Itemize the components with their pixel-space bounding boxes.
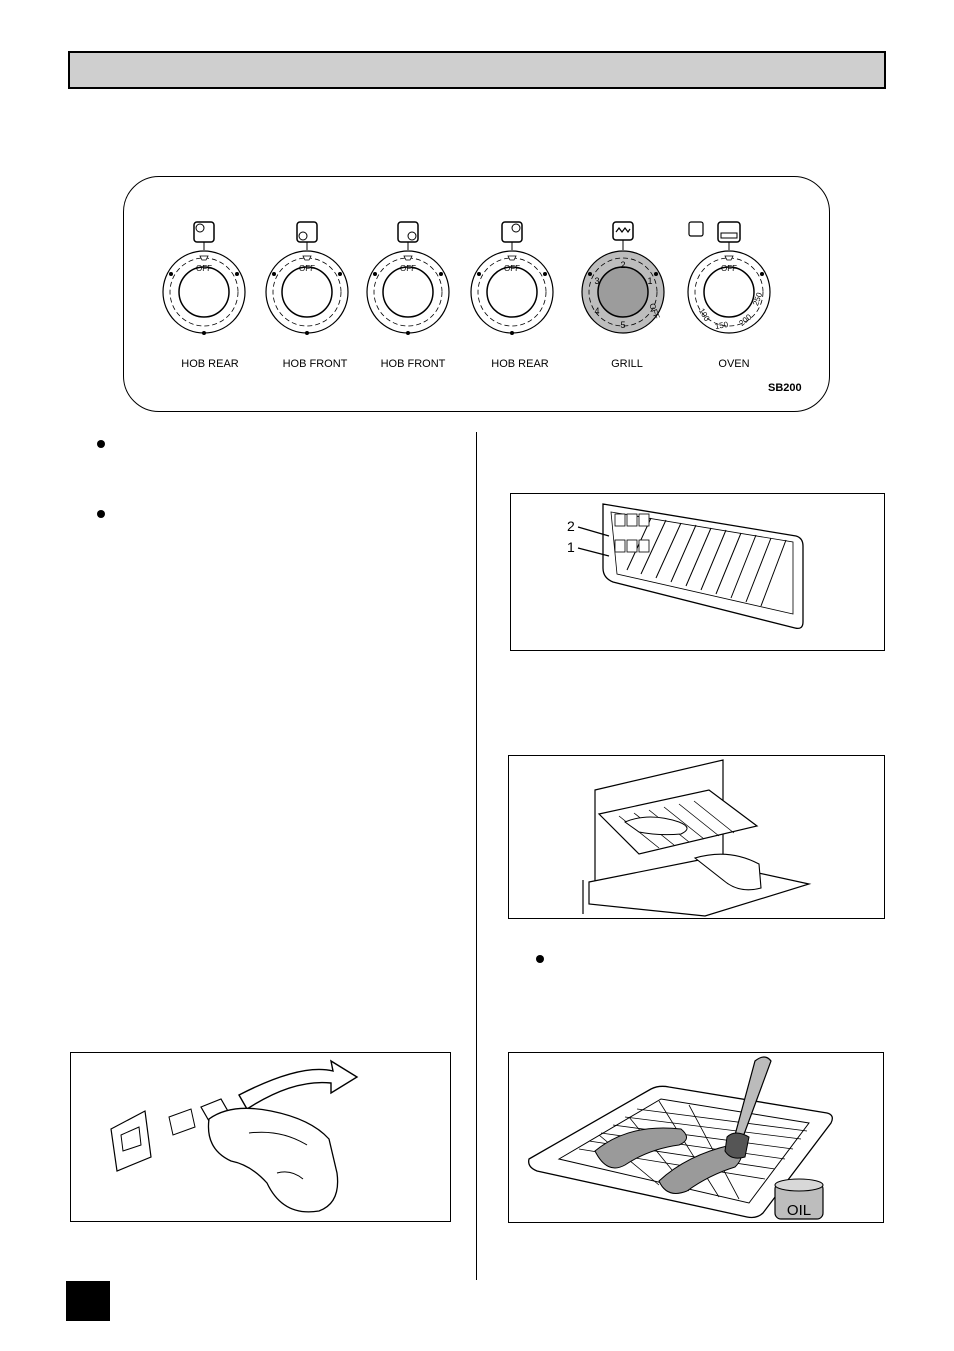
knob-hob-rear-right: OFF [462, 210, 562, 340]
bullet-point [97, 510, 105, 518]
knob-label-hob-front-left: HOB FRONT [282, 358, 348, 370]
runner-label-2: 2 [567, 518, 575, 534]
svg-text:OFF: OFF [299, 264, 315, 273]
svg-text:OFF: OFF [196, 264, 212, 273]
model-code: SB200 [768, 382, 802, 394]
oven-icon [717, 221, 741, 243]
knob-hob-front-left: OFF [257, 210, 357, 340]
bullet-point [97, 440, 105, 448]
figure-grill-pan-removal [508, 755, 885, 919]
control-panel-diagram [123, 176, 830, 412]
svg-text:OFF: OFF [721, 264, 737, 273]
knob-label-oven: OVEN [718, 358, 750, 370]
knob-hob-rear-left: OFF [157, 210, 257, 340]
knob-label-hob-front-right: HOB FRONT [380, 358, 446, 370]
svg-text:250: 250 [751, 291, 764, 307]
knob-hob-front-right: OFF [358, 210, 458, 340]
column-divider [476, 432, 477, 1280]
knob-label-hob-rear-left: HOB REAR [181, 358, 239, 370]
oil-jar-label: OIL [787, 1202, 811, 1219]
oven-light-icon [688, 221, 704, 237]
svg-text:5: 5 [620, 320, 625, 330]
svg-text:OFF: OFF [504, 264, 520, 273]
svg-text:2: 2 [620, 260, 625, 270]
svg-text:150: 150 [714, 320, 729, 331]
knob-label-hob-rear-right: HOB REAR [491, 358, 549, 370]
knob-oven: OFF 250 200 150 100 [680, 210, 780, 340]
figure-oil-grid: OIL [508, 1052, 884, 1223]
figure-grill-runners: 2 1 [510, 493, 885, 651]
figure-handle-removal [70, 1052, 451, 1222]
svg-text:4: 4 [594, 306, 599, 316]
bullet-point [536, 955, 544, 963]
svg-text:1: 1 [647, 276, 652, 286]
svg-text:OFF: OFF [400, 264, 416, 273]
knob-grill: 2 1 3 4 5 OFF [573, 210, 673, 340]
section-header-bar [68, 51, 886, 89]
svg-text:3: 3 [594, 276, 599, 286]
page-number-tab [66, 1281, 110, 1321]
knob-label-grill: GRILL [611, 358, 643, 370]
runner-label-1: 1 [567, 539, 575, 555]
